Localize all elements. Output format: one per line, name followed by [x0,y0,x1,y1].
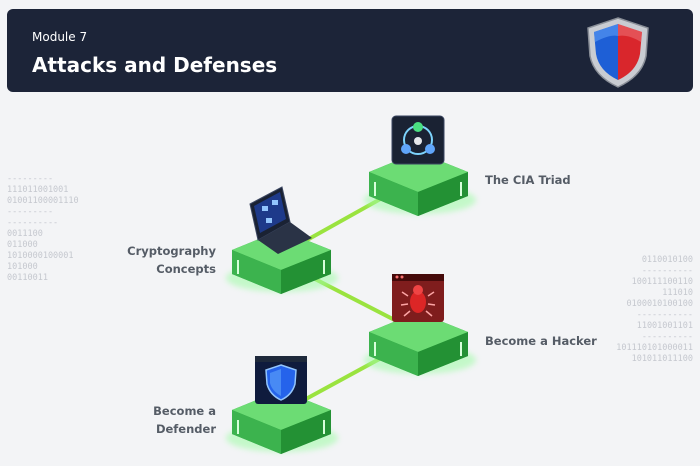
shield-logo-icon [587,17,649,88]
label-cryptography-concepts: Cryptography Concepts [127,244,216,276]
label-become-hacker: Become a Hacker [485,334,597,348]
defender-shield-icon [255,356,307,404]
node-cia-triad[interactable] [364,152,476,216]
label-cia-triad: The CIA Triad [485,173,571,187]
binary-decoration-right: 0110010100 ---------- 100111100110 11101… [616,255,693,364]
cia-triad-icon [391,115,445,165]
binary-decoration-left: --------- 111011001001 01001100001110 --… [7,174,79,283]
module-title: Attacks and Defenses [32,53,278,77]
module-header: Module 7 Attacks and Defenses [7,9,693,92]
node-become-hacker[interactable] [364,312,476,376]
laptop-lock-icon [249,186,312,254]
label-become-defender: Become a Defender [153,404,216,436]
module-label: Module 7 [32,30,88,44]
bug-icon [392,274,444,322]
